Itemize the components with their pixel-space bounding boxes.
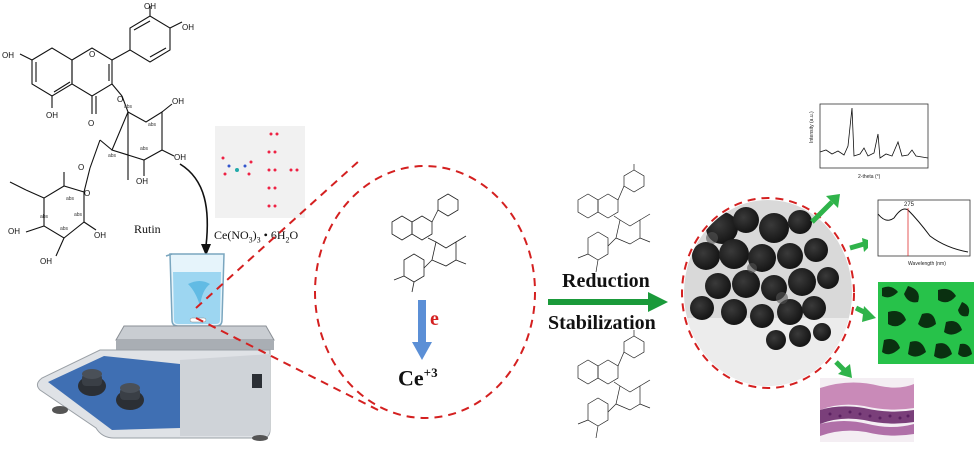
svg-text:O: O	[117, 95, 123, 104]
svg-text:abs: abs	[140, 146, 149, 152]
nitrate-atoms	[221, 132, 299, 208]
xrd-plot-icon: 2-theta (°) Intensity (a.u.)	[808, 100, 930, 182]
electron-arrow	[412, 300, 432, 360]
power-switch-icon	[252, 374, 262, 388]
uv-vis-plot-icon: 275 Wavelength (nm)	[868, 196, 972, 268]
svg-text:OH: OH	[136, 177, 148, 186]
process-arrow	[548, 292, 668, 312]
rutin-atoms: OH OH OH OH O O O OH OH OH O O OH OH OH …	[2, 2, 194, 266]
histology-image-icon	[820, 378, 914, 442]
reduction-label: Reduction	[562, 270, 650, 292]
cerium-ion-label: Ce+3	[398, 365, 438, 391]
svg-text:O: O	[89, 50, 95, 59]
svg-text:abs: abs	[40, 214, 49, 220]
svg-text:2-theta (°): 2-theta (°)	[858, 174, 881, 180]
svg-text:OH: OH	[8, 227, 20, 236]
svg-text:OH: OH	[174, 153, 186, 162]
tem-image-icon	[684, 200, 852, 386]
svg-text:OH: OH	[46, 111, 58, 120]
svg-text:abs: abs	[66, 196, 75, 202]
control-panel	[48, 356, 180, 430]
svg-text:OH: OH	[2, 51, 14, 60]
svg-text:abs: abs	[124, 104, 133, 110]
svg-text:abs: abs	[74, 212, 83, 218]
svg-text:275: 275	[904, 202, 915, 208]
svg-text:abs: abs	[148, 122, 157, 128]
electron-label: e	[430, 308, 439, 330]
beaker-icon	[165, 253, 225, 327]
molecule-top-icon	[577, 164, 651, 273]
cerium-nitrate-structure	[215, 126, 305, 218]
svg-text:abs: abs	[60, 226, 69, 232]
left-knob-icon	[78, 369, 106, 396]
svg-text:OH: OH	[40, 257, 52, 266]
molecule-bottom-icon	[577, 330, 651, 439]
svg-text:abs: abs	[108, 153, 117, 159]
svg-text:OH: OH	[182, 23, 194, 32]
cerium-salt-label: Ce(NO3)3 • 6H2O	[214, 228, 299, 245]
rutin-structure: OH OH OH OH O O O OH OH OH O O OH OH OH …	[2, 2, 194, 266]
stabilization-label: Stabilization	[548, 312, 656, 334]
svg-text:O: O	[84, 189, 90, 198]
addition-arrow	[179, 163, 211, 256]
svg-text:Intensity (a.u.): Intensity (a.u.)	[809, 111, 815, 143]
svg-text:Wavelength (nm): Wavelength (nm)	[908, 261, 946, 267]
tem-circle	[681, 197, 855, 389]
fluorescence-image-icon	[878, 282, 974, 364]
svg-text:OH: OH	[172, 97, 184, 106]
rutin-label: Rutin	[134, 222, 161, 236]
molecule-icon	[391, 193, 467, 293]
zoom-circle	[314, 165, 536, 419]
svg-text:O: O	[88, 119, 94, 128]
svg-text:OH: OH	[144, 2, 156, 11]
svg-text:OH: OH	[94, 231, 106, 240]
svg-text:O: O	[78, 163, 84, 172]
right-knob-icon	[116, 383, 144, 410]
